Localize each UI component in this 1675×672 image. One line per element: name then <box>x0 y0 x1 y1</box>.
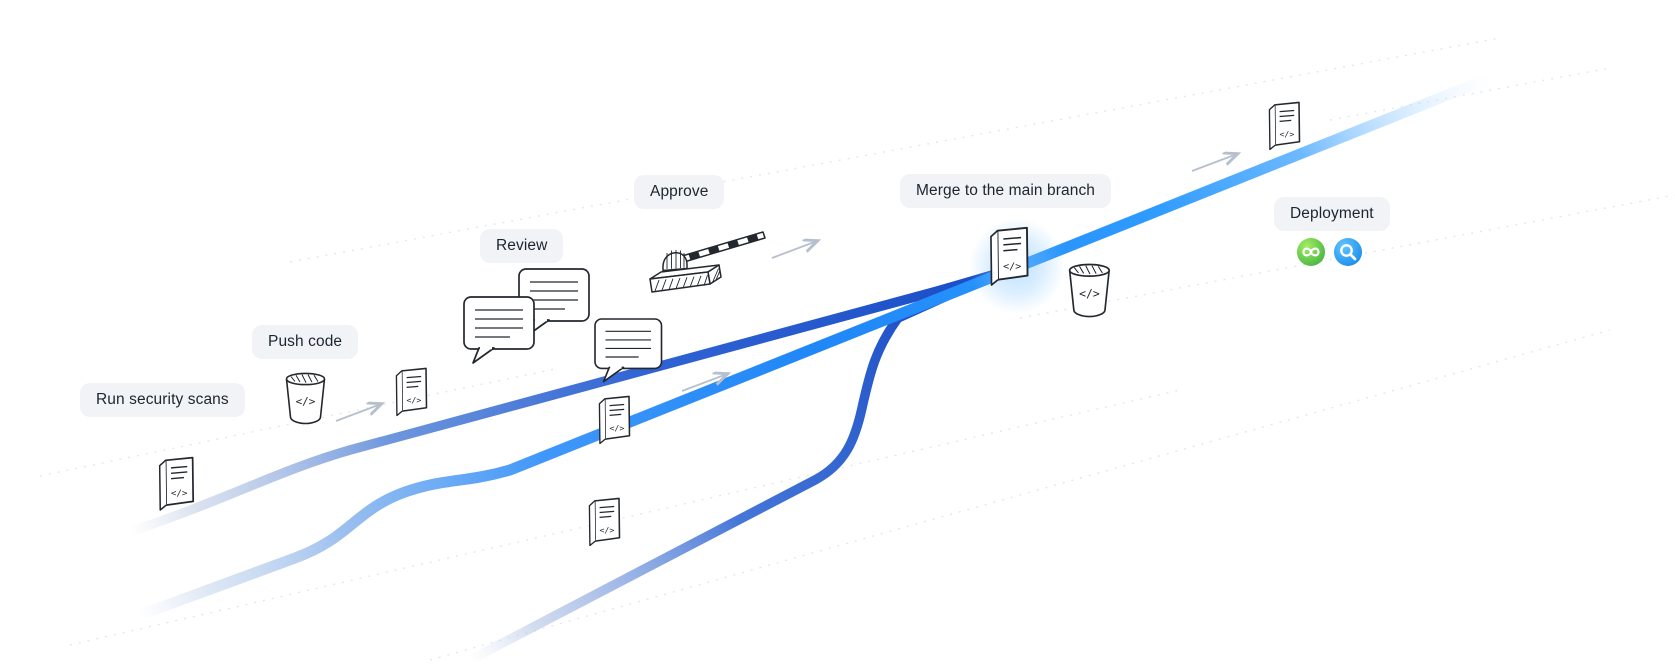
step-label-run-security-scans: Run security scans <box>80 383 245 417</box>
flow-arrow <box>681 374 727 392</box>
feature-branch-lower <box>465 285 965 665</box>
step-label-merge: Merge to the main branch <box>900 174 1112 208</box>
code-bin-icon <box>1068 263 1110 318</box>
code-file-icon <box>395 367 428 417</box>
flow-arrows <box>335 154 1237 422</box>
code-file-icon <box>598 395 631 445</box>
deploy-sync-icon <box>1297 238 1325 266</box>
approval-gate-icon <box>649 231 766 293</box>
code-bin-icon <box>285 372 326 425</box>
main-branch-line <box>134 72 1496 621</box>
code-file-icon <box>1268 101 1301 151</box>
flow-arrow <box>1191 154 1237 172</box>
flow-arrow <box>335 404 381 422</box>
review-comments-icon <box>462 267 663 383</box>
code-file-icon <box>158 456 195 511</box>
step-label-review: Review <box>480 229 564 263</box>
deploy-monitor-icon <box>1334 238 1362 266</box>
flow-arrow <box>771 241 817 259</box>
merge-point-icon <box>990 226 1029 286</box>
comment-bubble-icon <box>462 295 536 365</box>
step-label-approve: Approve <box>634 175 725 209</box>
step-label-push-code: Push code <box>252 325 359 359</box>
code-file-icon <box>588 497 621 547</box>
step-label-deployment: Deployment <box>1274 197 1390 231</box>
